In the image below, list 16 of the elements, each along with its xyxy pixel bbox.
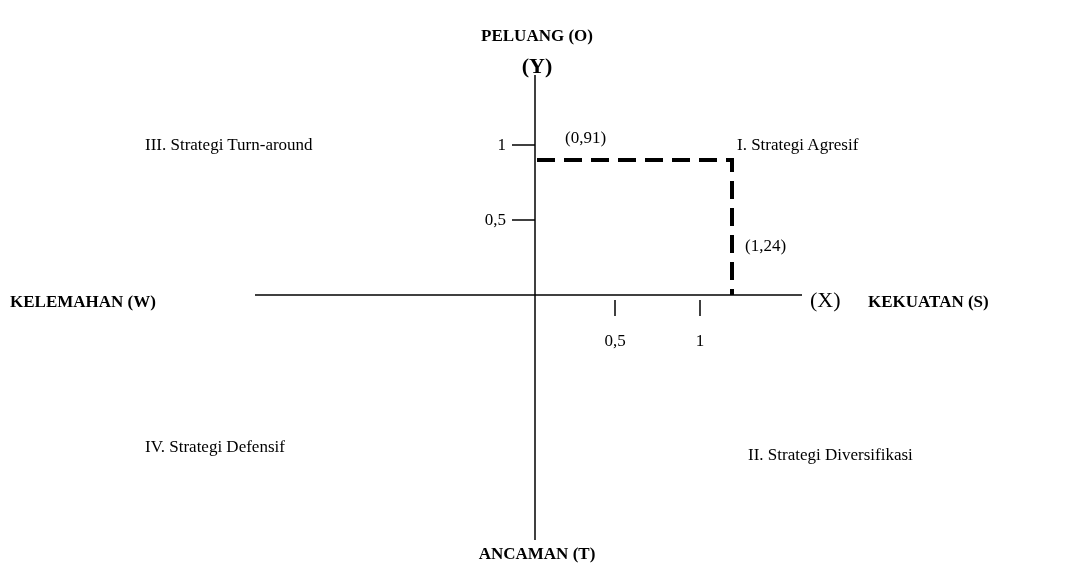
- tick-label: 1: [695, 331, 705, 351]
- quadrant-label: IV. Strategi Defensif: [145, 437, 285, 457]
- axis-label: ANCAMAN (T): [478, 544, 596, 564]
- tick-label: 0,5: [604, 331, 626, 351]
- tick-label: 1: [497, 135, 506, 155]
- tick-label: 0,5: [484, 210, 506, 230]
- axis-label: (Y): [521, 53, 553, 79]
- quadrant-label: I. Strategi Agresif: [737, 135, 859, 155]
- axis-label: PELUANG (O): [481, 26, 593, 46]
- axis-label: KELEMAHAN (W): [10, 292, 156, 312]
- coordinate-label: (1,24): [745, 236, 787, 256]
- quadrant-label: II. Strategi Diversifikasi: [748, 445, 913, 465]
- quadrant-label: III. Strategi Turn-around: [145, 135, 313, 155]
- axis-label: (X): [810, 287, 841, 313]
- coordinate-label: (0,91): [565, 128, 607, 148]
- axis-label: KEKUATAN (S): [868, 292, 989, 312]
